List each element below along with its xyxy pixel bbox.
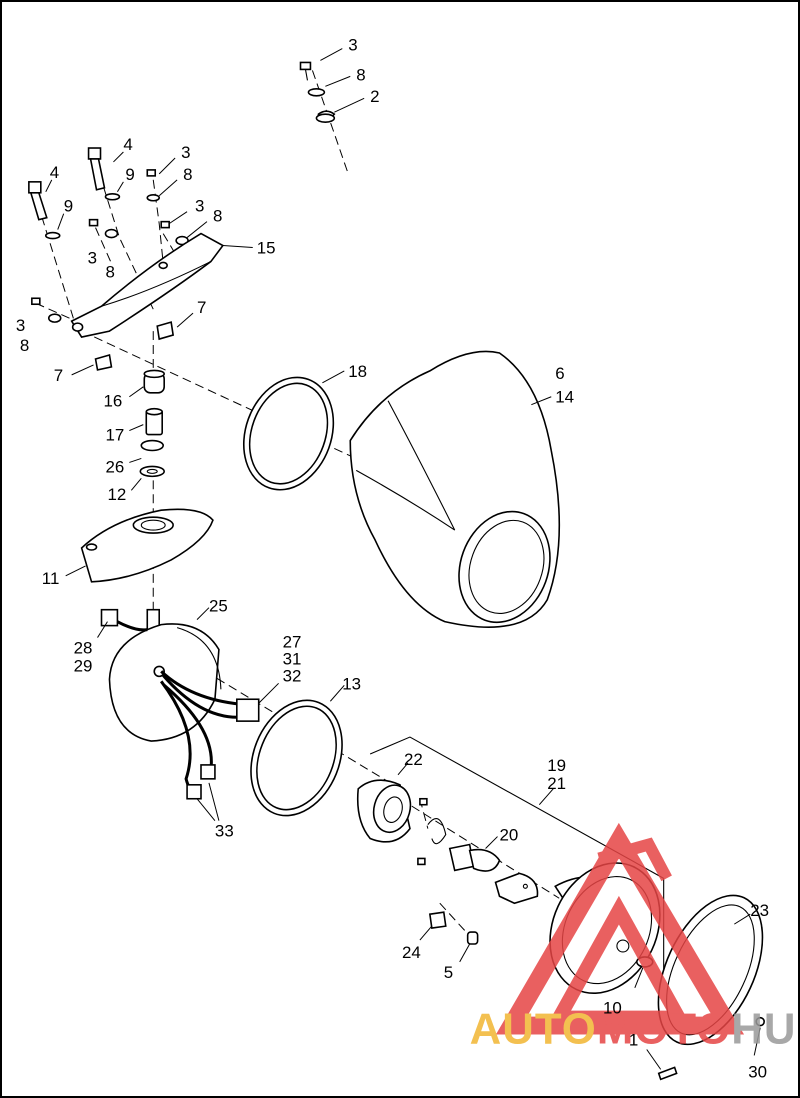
callout-label: 21 (547, 774, 566, 793)
callout-label: 3 (348, 36, 357, 55)
callout-label: 31 (283, 649, 302, 668)
watermark-triangle-top (597, 837, 672, 882)
callout-label: 13 (342, 674, 361, 693)
top-screw-assembly (299, 61, 336, 123)
watermark-auto: AUTO (470, 1005, 597, 1054)
pivot-stack (139, 369, 165, 478)
callout-label: 10 (603, 999, 622, 1018)
trim-ring-18 (242, 376, 335, 491)
callout-label: 2 (370, 87, 379, 106)
callout-label: 8 (183, 165, 192, 184)
callout-label: 15 (257, 238, 276, 257)
watermark-triangle-outer (495, 822, 745, 1035)
callout-label: 18 (348, 362, 367, 381)
trim-ring-13 (250, 699, 343, 817)
callout-label: 14 (555, 388, 574, 407)
callout-label: 11 (42, 569, 60, 588)
callout-label: 29 (74, 656, 93, 675)
rubber-bumpers (94, 321, 175, 371)
callout-label: 4 (123, 135, 132, 154)
bulb-adapter (356, 779, 447, 866)
callout-label: 25 (209, 597, 228, 616)
callout-label: 20 (500, 826, 519, 845)
callout-label: 17 (105, 426, 124, 445)
callout-label: 26 (105, 457, 124, 476)
callout-label: 27 (283, 633, 302, 652)
callout-label: 1 (629, 1031, 638, 1050)
callout-labels: 3 8 2 4 4 9 9 3 8 3 8 3 8 15 3 8 7 7 16 … (16, 36, 769, 1082)
watermark-hub: HUB (731, 1005, 800, 1054)
callout-label: 19 (547, 756, 566, 775)
callout-label: 9 (64, 197, 73, 216)
watermark-moto: MOTO (597, 1005, 731, 1054)
headlamp-cover (80, 508, 214, 583)
headlamp-housing (100, 608, 222, 742)
callout-label: 5 (444, 963, 453, 982)
callout-label: 12 (107, 485, 126, 504)
callout-label: 32 (283, 666, 302, 685)
callout-label: 28 (74, 638, 93, 657)
callout-label: 3 (88, 248, 97, 267)
watermark-logo: AUTOMOTOHUB (470, 822, 800, 1054)
callout-label: 3 (181, 143, 190, 162)
mounting-bracket (70, 232, 225, 338)
callout-label: 33 (215, 822, 234, 841)
callout-label: 7 (54, 366, 63, 385)
callout-label: 8 (105, 262, 114, 281)
leader-lines (45, 48, 761, 1070)
callout-label: 30 (748, 1062, 767, 1081)
callout-label: 24 (402, 943, 421, 962)
callout-label: 3 (195, 197, 204, 216)
callout-label: 16 (103, 392, 122, 411)
headlamp-nacelle (349, 350, 561, 628)
callout-label: 8 (356, 65, 365, 84)
callout-label: 23 (750, 901, 769, 920)
watermark-triangle-inner (547, 895, 691, 1025)
watermark-text: AUTOMOTOHUB (470, 1005, 800, 1054)
callout-label: 8 (213, 207, 222, 226)
halogen-bulb (448, 843, 539, 905)
wiring-harness (160, 670, 260, 800)
callout-label: 3 (16, 316, 25, 335)
callout-label: 22 (404, 750, 423, 769)
position-bulb (428, 911, 479, 945)
callout-label: 9 (125, 165, 134, 184)
callout-label: 7 (197, 298, 206, 317)
callout-label: 8 (20, 336, 29, 355)
callout-label: 6 (555, 364, 564, 383)
callout-label: 4 (50, 163, 59, 182)
